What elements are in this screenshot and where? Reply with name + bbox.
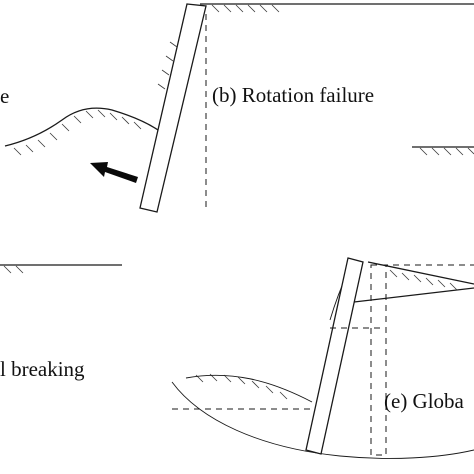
movement-arrow-icon xyxy=(90,162,138,183)
panel-a-label: e xyxy=(0,84,9,108)
panel-d-label: l breaking xyxy=(0,357,85,381)
displaced-wall xyxy=(305,257,364,455)
panel-b: (b) Rotation failure xyxy=(139,3,474,213)
soil-hatching-e-base xyxy=(195,373,288,400)
panel-b-label: (b) Rotation failure xyxy=(212,83,374,107)
panel-d-fragment: l breaking xyxy=(0,264,122,381)
soil-hatching-b-base xyxy=(419,147,474,156)
soil-hatching-b-wall xyxy=(157,41,178,90)
soil-hatching-b-top xyxy=(211,4,280,13)
anchor-line xyxy=(353,287,474,303)
excavation-surface-e xyxy=(185,374,313,403)
original-wall-position-e xyxy=(370,264,387,456)
panel-e-label: (e) Globa xyxy=(384,389,465,413)
panel-e: (e) Globa xyxy=(171,257,474,459)
soil-hatching-e-top xyxy=(389,269,458,291)
slip-circle xyxy=(171,381,474,459)
rotated-wall xyxy=(139,3,207,213)
soil-hatching-a xyxy=(13,109,142,156)
panel-a-fragment: e xyxy=(0,84,159,183)
soil-hatching-d xyxy=(3,265,24,274)
heaved-soil-surface xyxy=(4,107,159,147)
displaced-ground-line xyxy=(367,261,474,285)
